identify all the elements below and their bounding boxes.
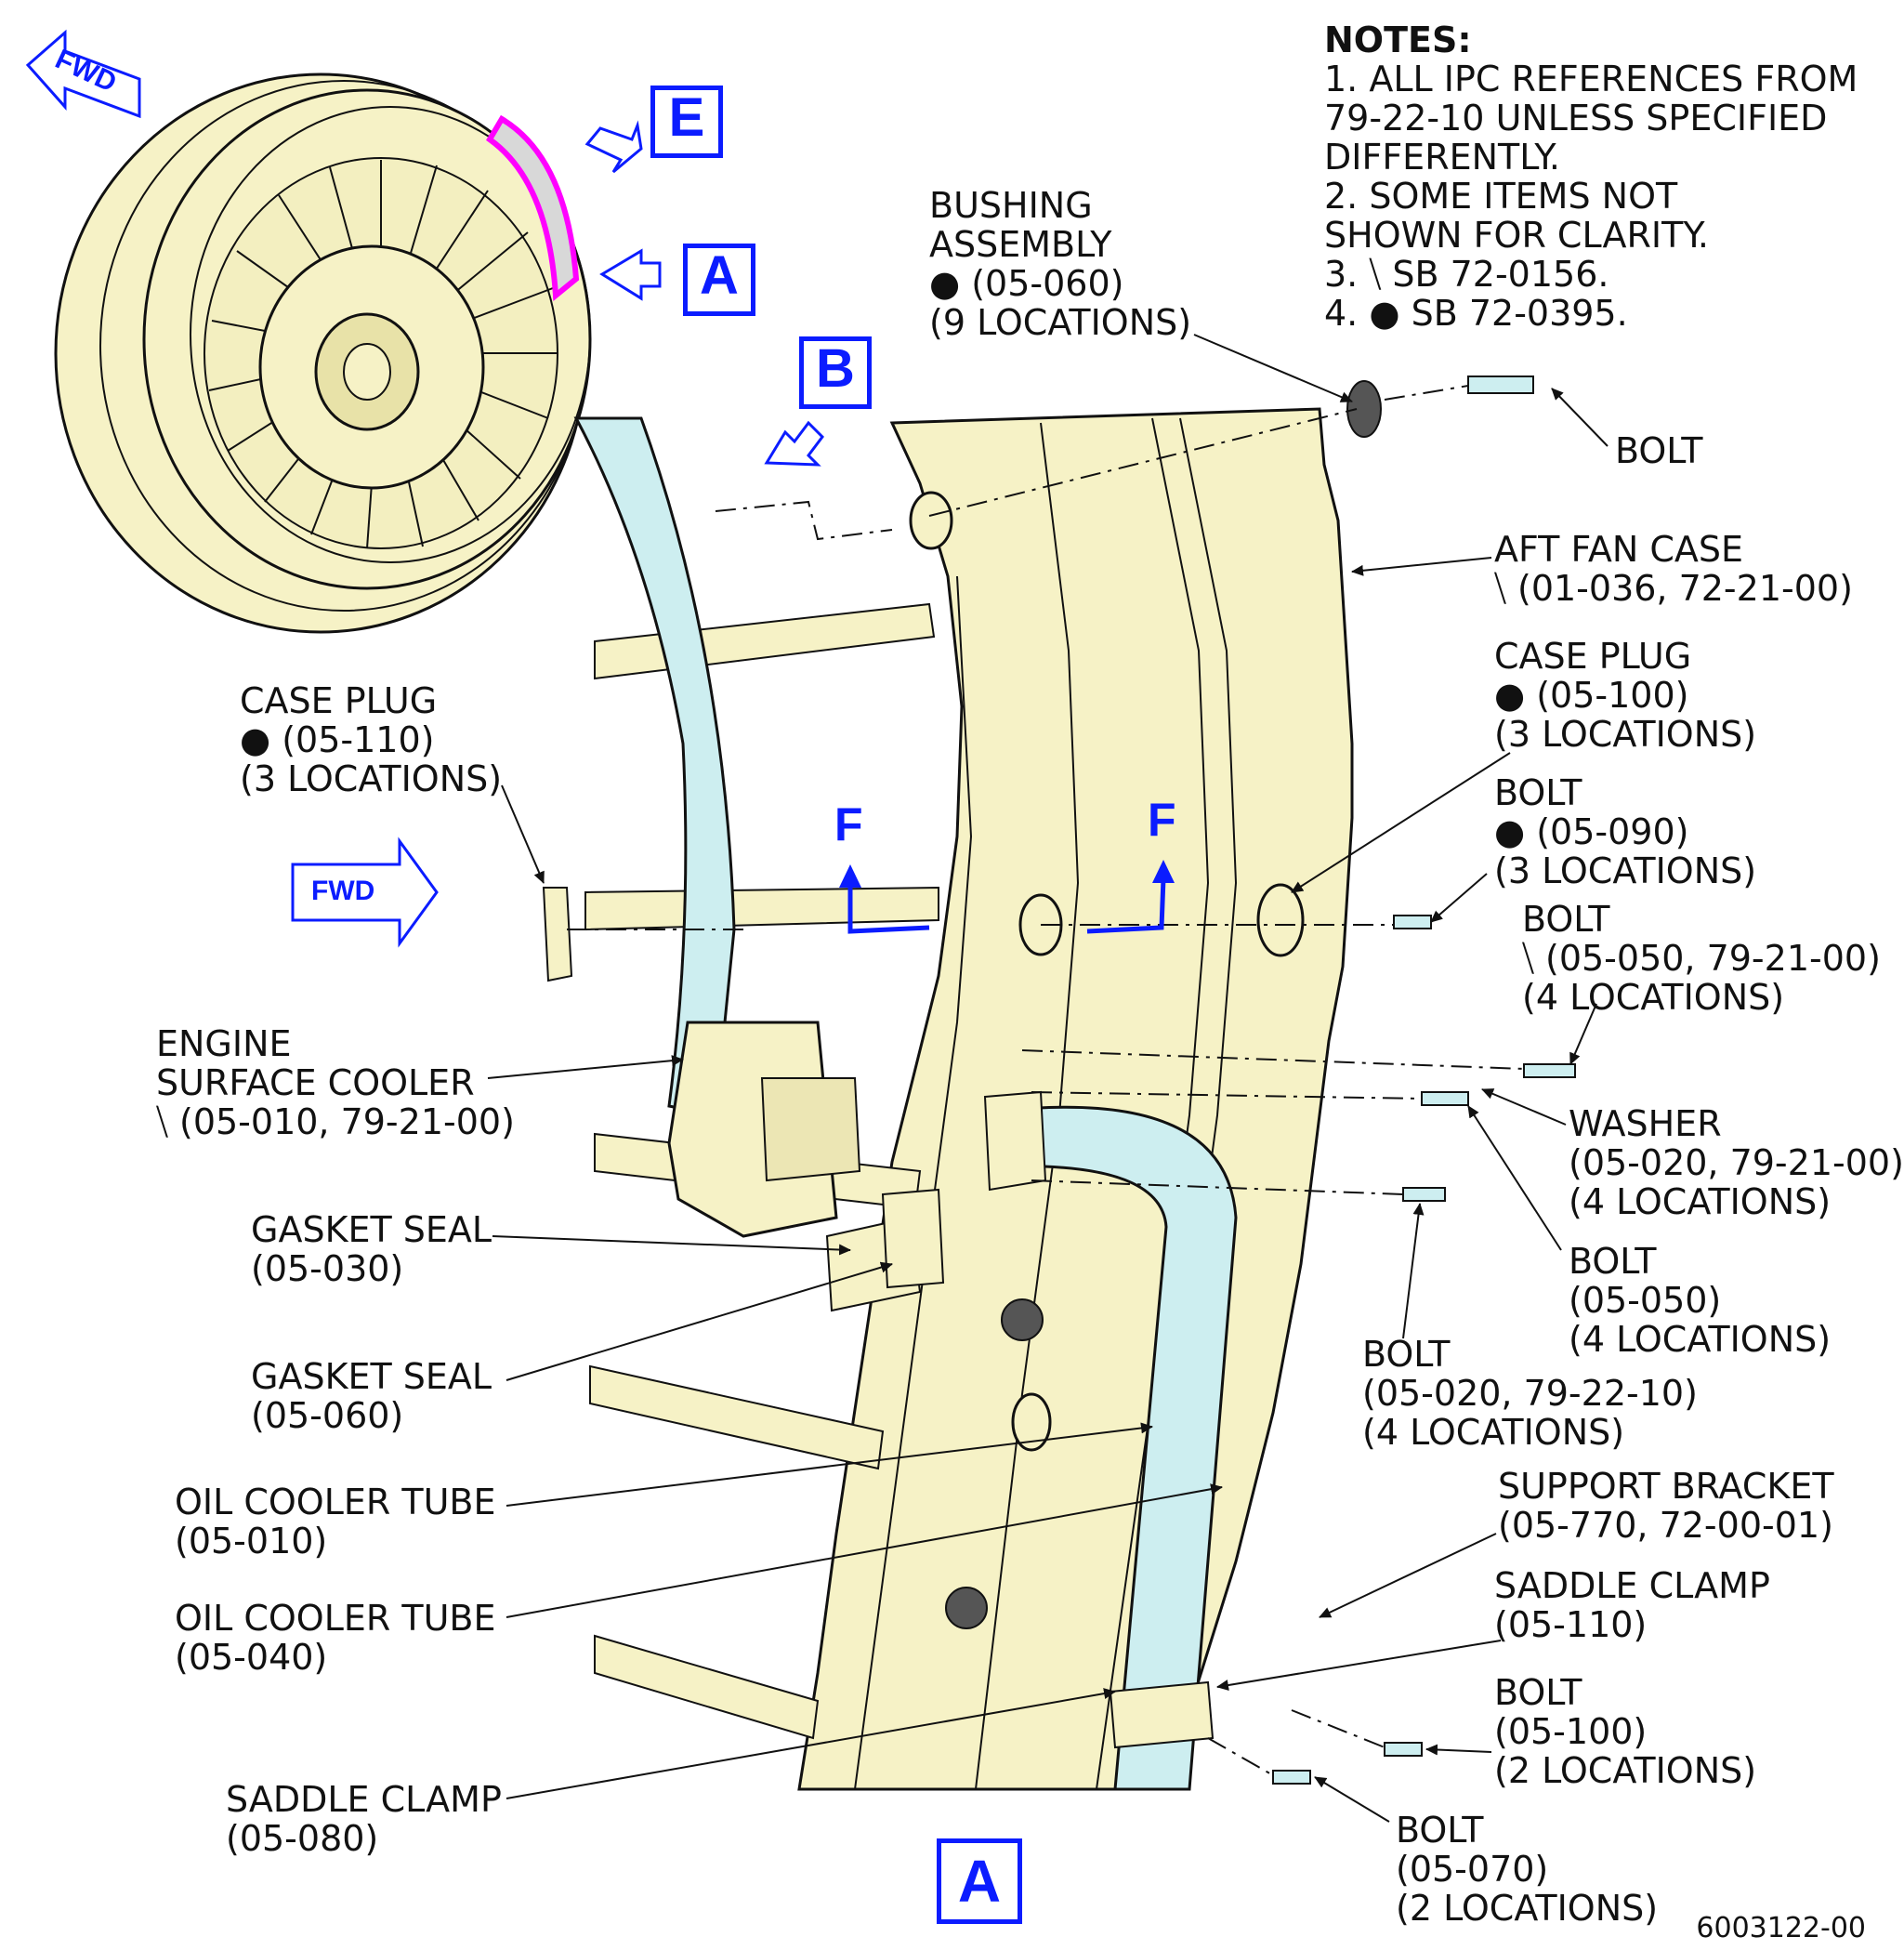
label-bolt-05050-b: BOLT(05-050)(4 LOCATIONS) (1569, 1241, 1832, 1360)
label-bolt-05090: BOLT● (05-090)(3 LOCATIONS) (1494, 772, 1757, 891)
label-bolt-05070: BOLT(05-070)(2 LOCATIONS) (1396, 1810, 1659, 1929)
note-line: 2. SOME ITEMS NOT (1324, 176, 1678, 217)
cooler-bracket (573, 416, 736, 1117)
section-f-right: F (1148, 794, 1176, 846)
label-washer: WASHER(05-020, 79-21-00)(4 LOCATIONS) (1569, 1103, 1904, 1222)
notes-block: NOTES: 1. ALL IPC REFERENCES FROM 79-22-… (1324, 20, 1858, 333)
case-plug-left-part (542, 887, 573, 982)
view-ref-a-top: A (683, 244, 755, 316)
drawing-number: 6003122-00 (1696, 1912, 1866, 1944)
label-saddle-clamp-right: SADDLE CLAMP(05-110) (1494, 1565, 1770, 1645)
bolt-part (1467, 376, 1534, 394)
note-line: 79-22-10 UNLESS SPECIFIED (1324, 98, 1828, 138)
oil-cooler-tube (1002, 1105, 1238, 1791)
view-ref-b: B (799, 336, 872, 409)
fwd-label-mid: FWD (311, 876, 375, 906)
label-bolt-05100: BOLT(05-100)(2 LOCATIONS) (1494, 1672, 1757, 1791)
view-ref-e: E (650, 86, 723, 158)
fwd-arrow-mid (291, 837, 439, 948)
note-line: DIFFERENTLY. (1324, 137, 1560, 178)
label-aft-fan-case: AFT FAN CASE⧹ (01-036, 72-21-00) (1494, 529, 1853, 609)
label-saddle-clamp-left: SADDLE CLAMP(05-080) (226, 1779, 502, 1859)
notes-title: NOTES: (1324, 20, 1472, 60)
engine-overview (54, 72, 592, 634)
label-case-plug-left: CASE PLUG● (05-110)(3 LOCATIONS) (240, 680, 503, 799)
view-e-pointer (584, 120, 643, 174)
gasket-seal-060 (881, 1188, 945, 1289)
saddle-clamp (1109, 1680, 1215, 1749)
label-case-plug-right: CASE PLUG● (05-100)(3 LOCATIONS) (1494, 636, 1757, 755)
section-f-left: F (834, 798, 863, 850)
bushing-part (1346, 380, 1382, 438)
label-bolt-top: BOLT (1615, 430, 1703, 471)
note-line: 4. ● SB 72-0395. (1324, 293, 1628, 334)
label-oil-cooler-tube-040: OIL COOLER TUBE(05-040) (175, 1598, 496, 1678)
label-gasket-seal-060: GASKET SEAL(05-060) (251, 1356, 492, 1436)
note-line: SHOWN FOR CLARITY. (1324, 215, 1709, 256)
view-b-pointer (764, 420, 824, 467)
fwd-arrow-top (25, 29, 141, 119)
note-line: 3. ⧹ SB 72-0156. (1324, 254, 1609, 295)
label-bolt-05050-a: BOLT⧹ (05-050, 79-21-00)(4 LOCATIONS) (1522, 899, 1881, 1018)
label-oil-cooler-tube-010: OIL COOLER TUBE(05-010) (175, 1482, 496, 1561)
note-line: 1. ALL IPC REFERENCES FROM (1324, 59, 1858, 99)
view-ref-a-bottom: A (937, 1838, 1022, 1924)
label-gasket-seal-030: GASKET SEAL(05-030) (251, 1209, 492, 1289)
engine-surface-cooler (667, 1021, 838, 1238)
label-bolt-05020: BOLT(05-020, 79-22-10)(4 LOCATIONS) (1362, 1334, 1698, 1453)
label-support-bracket: SUPPORT BRACKET(05-770, 72-00-01) (1498, 1466, 1834, 1546)
view-a-pointer (599, 248, 662, 301)
